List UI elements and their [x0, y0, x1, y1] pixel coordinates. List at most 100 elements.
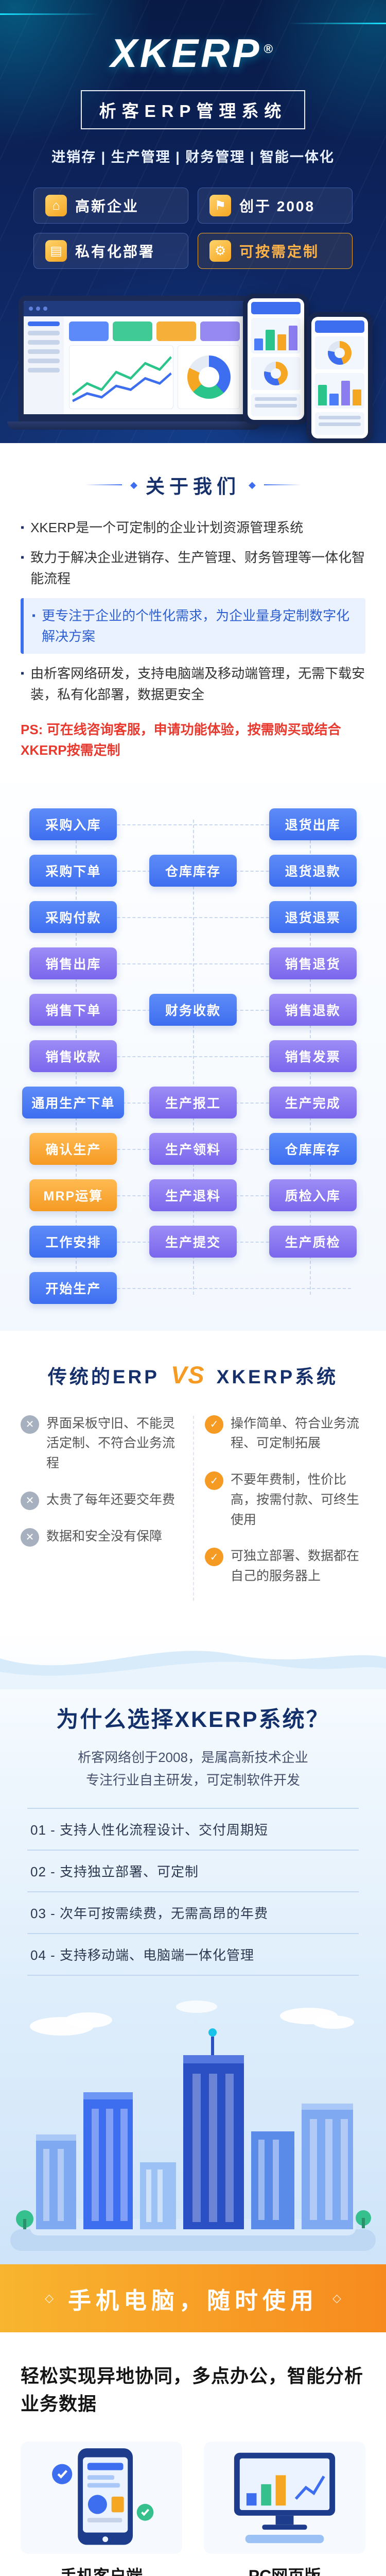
flow-row: 通用生产下单 生产报工 生产完成 [17, 1086, 369, 1118]
stat-card [69, 321, 109, 341]
app-body [24, 316, 245, 414]
decor-glow-line-left [0, 13, 98, 15]
text-line [319, 416, 361, 419]
why-choose-subtitle: 析客网络创于2008，是属高新技术企业 专注行业自主研发，可定制软件开发 [21, 1746, 365, 1791]
gear-icon: ⚙ [209, 240, 231, 262]
badge-label: 可按需定制 [239, 244, 320, 260]
flow-node: 销售退货 [269, 947, 357, 979]
flow-node: 仓库库存 [149, 854, 237, 887]
pros-column: ✓ 操作简单、符合业务流程、可定制拓展 ✓ 不要年费制，性价比高，按需付款、可终… [205, 1414, 365, 1603]
bar [318, 385, 327, 405]
diamond-icon: ◇ [332, 2292, 341, 2305]
text-line [255, 397, 297, 401]
window-dot [43, 307, 47, 311]
bar [341, 380, 350, 405]
line-chart [69, 345, 174, 409]
laptop-base [7, 421, 261, 430]
flow-node: 销售下单 [29, 993, 117, 1026]
why-subtitle-line1: 析客网络创于2008，是属高新技术企业 [78, 1749, 308, 1765]
app-titlebar [24, 301, 245, 316]
check-icon: ✓ [205, 1548, 223, 1567]
brand-logo-text: XKERP [110, 30, 262, 76]
menu-line [28, 321, 60, 326]
bar [277, 334, 286, 350]
flow-node: MRP运算 [29, 1179, 117, 1211]
pro-item: ✓ 不要年费制，性价比高，按需付款、可终生使用 [205, 1470, 365, 1530]
wave-divider [0, 1651, 386, 1689]
pc-graphic [234, 2453, 336, 2544]
client-cards: 手机客户端 业务员手机随时随地开单，轻松管理客户，销售行为一目了然 [21, 2442, 365, 2576]
menu-line [28, 331, 60, 335]
bullet-icon: ▪ [21, 552, 25, 564]
badge-label: 私有化部署 [75, 244, 155, 260]
flow-node: 确认生产 [29, 1132, 117, 1165]
hero-tagline: 进销存 | 生产管理 | 财务管理 | 智能一体化 [51, 149, 335, 165]
pc-illustration [204, 2442, 365, 2554]
flow-node: 生产报工 [149, 1086, 237, 1118]
about-item-text: 由析客网络研发，支持电脑端及移动端管理，无需下载安装，私有化部署，数据更安全 [30, 666, 365, 702]
flow-row: 开始生产 [17, 1272, 369, 1304]
about-item: ▪ 致力于解决企业进销存、生产管理、财务管理等一体化智能流程 [21, 547, 365, 589]
flow-node: 仓库库存 [269, 1132, 357, 1165]
about-item-text: 更专注于企业的个性化需求，为企业量身定制数字化解决方案 [42, 607, 350, 645]
product-screenshots [0, 294, 386, 443]
flow-node: 退货退票 [269, 901, 357, 933]
pro-item: ✓ 操作简单、符合业务流程、可定制拓展 [205, 1414, 365, 1454]
con-text: 界面呆板守旧、不能灵活定制、不符合业务流程 [46, 1416, 176, 1471]
comparison-title-left: 传统的ERP [47, 1366, 160, 1387]
con-text: 数据和安全没有保障 [46, 1529, 163, 1544]
decor-line [85, 484, 122, 485]
bar [329, 394, 339, 405]
text-line [255, 404, 297, 408]
why-reason: 03 - 次年可按需续费，无需高昂的年费 [27, 1892, 359, 1935]
flow-node: 工作安排 [29, 1225, 117, 1258]
pro-text: 不要年费制，性价比高，按需付款、可终生使用 [231, 1472, 360, 1527]
dashboard-area [64, 316, 245, 414]
con-item: ✕ 数据和安全没有保障 [21, 1527, 181, 1547]
why-choose-title: 为什么选择XKERP系统？ [56, 1707, 330, 1732]
phone-app-header [315, 320, 364, 333]
text-lines [251, 394, 301, 416]
bar [254, 338, 264, 350]
mini-bar-chart [251, 318, 301, 353]
bar [352, 389, 361, 405]
flow-node: 生产质检 [269, 1225, 357, 1258]
donut-graphic [264, 362, 288, 385]
diamond-icon: ◆ [249, 479, 256, 490]
pro-item: ✓ 可独立部署、数据都在自己的服务器上 [205, 1546, 365, 1586]
pc-web-title: PC网页版 [204, 2563, 365, 2576]
donut-graphic [328, 341, 352, 365]
hero-section: XKERP® 析客ERP管理系统 进销存 | 生产管理 | 财务管理 | 智能一… [0, 0, 386, 443]
decor-glow-line-right [288, 23, 386, 24]
city-illustration [10, 2001, 376, 2251]
window-dot [29, 307, 33, 311]
badge-label: 创于 2008 [239, 198, 315, 214]
mini-bar-chart [315, 373, 364, 409]
phone-illustration [21, 2442, 182, 2554]
column-divider [193, 1415, 194, 1601]
mini-donut-chart [251, 357, 301, 390]
comparison-section: 传统的ERP VS XKERP系统 ✕ 界面呆板守旧、不能灵活定制、不符合业务流… [0, 1330, 386, 1632]
flow-node: 生产完成 [269, 1086, 357, 1118]
flow-row: 确认生产 生产领料 仓库库存 [17, 1132, 369, 1165]
stat-cards [69, 321, 240, 341]
flow-node: 开始生产 [29, 1272, 117, 1304]
why-subtitle-line2: 专注行业自主研发，可定制软件开发 [85, 1772, 300, 1788]
badge-private-deploy: ▤ 私有化部署 [33, 233, 188, 269]
flow-node: 通用生产下单 [22, 1086, 125, 1118]
why-reasons-list: 01 - 支持人性化流程设计、交付周期短 02 - 支持独立部署、可定制 03 … [27, 1808, 359, 1976]
menu-line [28, 349, 60, 354]
bar [266, 330, 275, 350]
mobile-pc-banner: ◇ 手机电脑，随时使用 ◇ [0, 2264, 386, 2333]
flow-node: 质检入库 [269, 1179, 357, 1211]
cross-icon: ✕ [21, 1528, 39, 1547]
about-title: ◆ 关于我们 ◆ [21, 471, 365, 499]
cross-icon: ✕ [21, 1415, 39, 1434]
phone-screen [311, 317, 368, 438]
flow-node: 销售收款 [29, 1040, 117, 1072]
flow-node: 销售出库 [29, 947, 117, 979]
comparison-title: 传统的ERP VS XKERP系统 [21, 1361, 365, 1389]
chart-widgets [69, 345, 240, 409]
phone-mockup [307, 312, 373, 443]
